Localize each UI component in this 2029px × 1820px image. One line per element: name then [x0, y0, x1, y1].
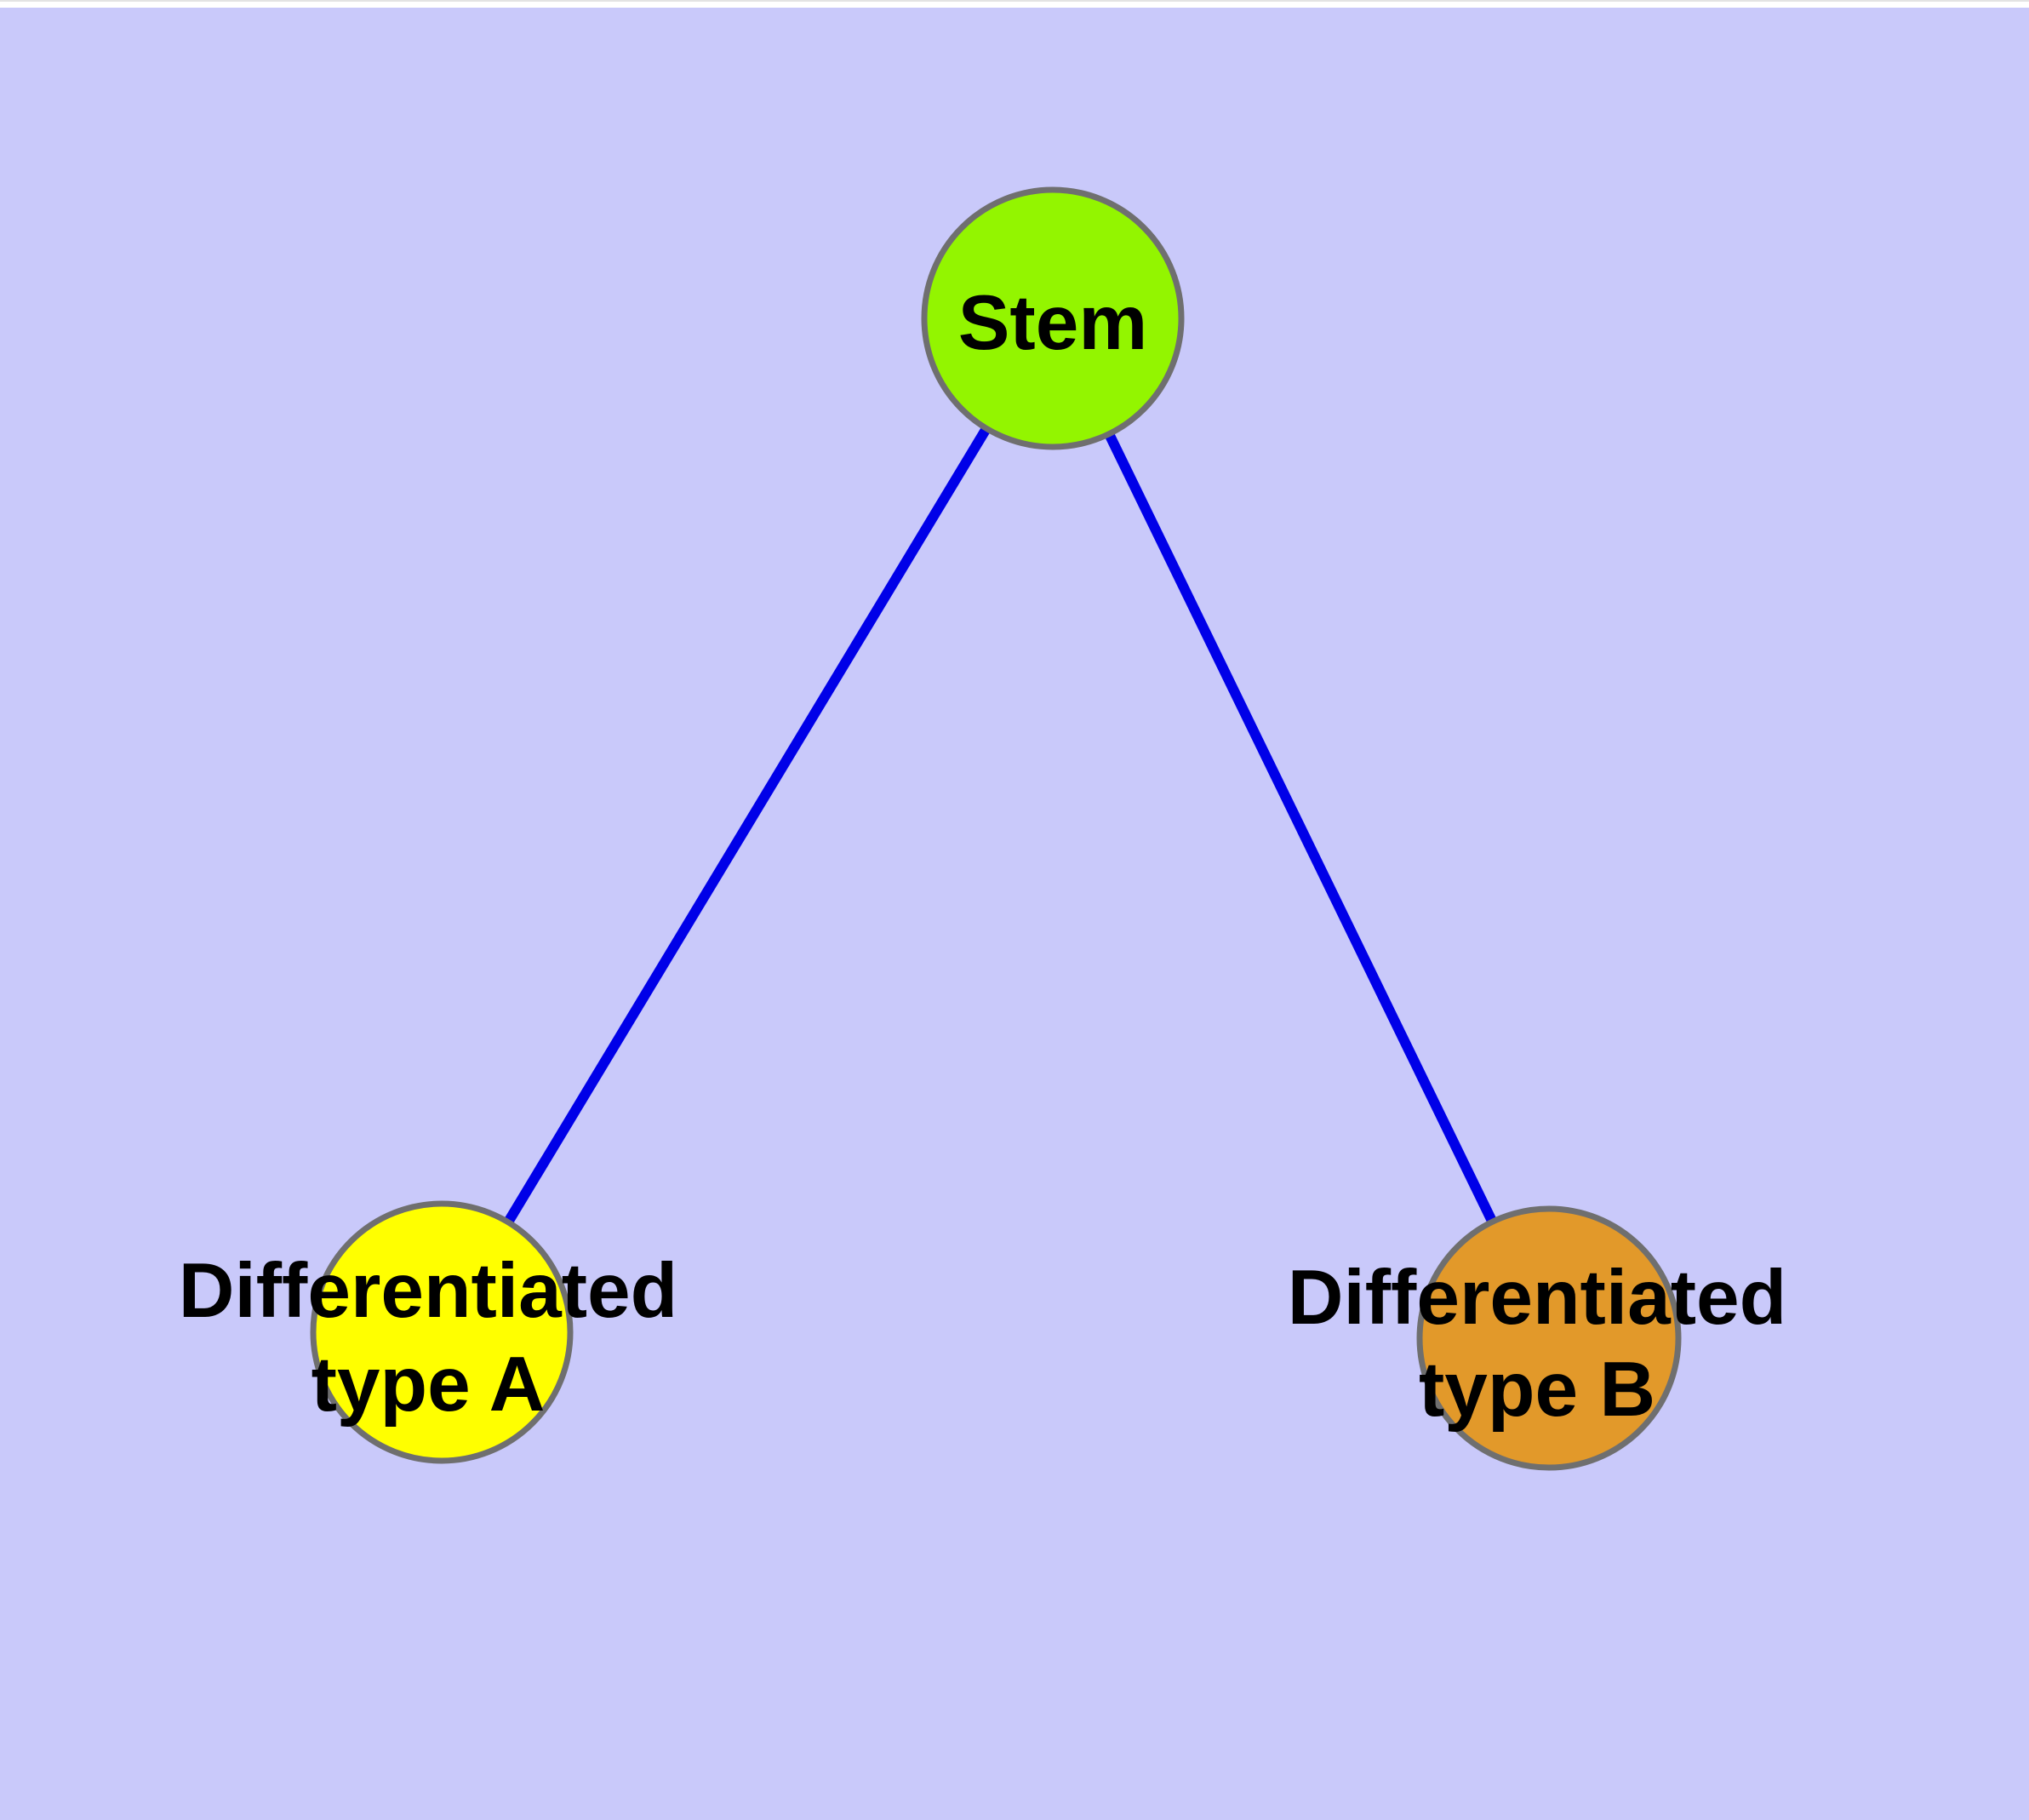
node-type-b	[1416, 1205, 1682, 1471]
node-type-a	[310, 1200, 574, 1464]
edge-stem-to-type-b	[1048, 316, 1554, 1341]
edge-stem-to-type-a	[437, 315, 1058, 1336]
node-stem-label: Stem	[958, 280, 1148, 366]
node-type-a-label-line1: Differentiated	[179, 1248, 678, 1334]
top-strip	[0, 2, 2029, 8]
node-type-a-label-line2: type A	[311, 1342, 546, 1428]
top-hairline	[0, 0, 2029, 2]
node-type-b-label-line1: Differentiated	[1288, 1255, 1787, 1341]
node-stem	[921, 186, 1185, 450]
node-type-b-label-line2: type B	[1419, 1347, 1655, 1433]
